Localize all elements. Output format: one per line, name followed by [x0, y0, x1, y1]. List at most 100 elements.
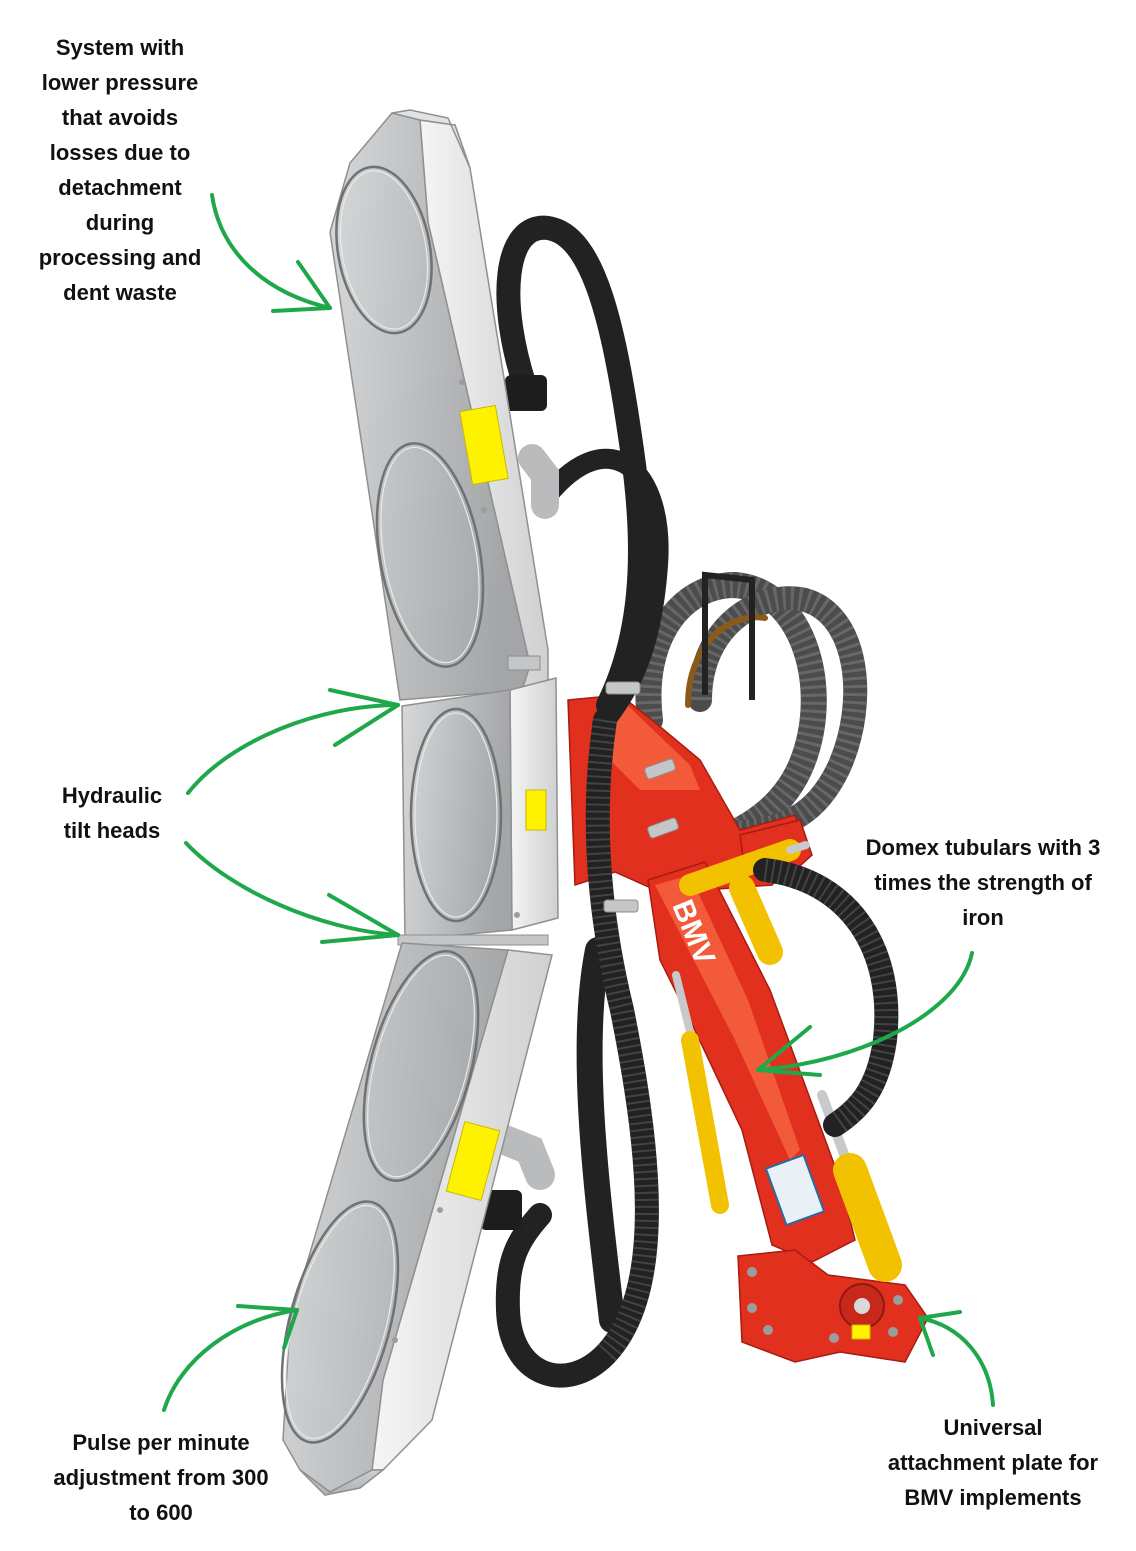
annotation-line: that avoids: [61, 105, 179, 130]
panel-bolt: [392, 1337, 398, 1343]
panel-bolt: [437, 1207, 443, 1213]
panel-hinge: [507, 655, 541, 671]
annotation-tilt-heads: Hydraulic tilt heads: [22, 778, 202, 848]
panel-hinge: [397, 934, 549, 946]
arrow-head: [756, 1025, 822, 1077]
hydraulic-cylinders: [672, 839, 902, 1282]
annotation-line: tilt heads: [63, 818, 161, 843]
arrow-tilt-head-upper: [186, 688, 400, 795]
right-lower-cylinder: [833, 1153, 902, 1282]
left-lower-cylinder: [681, 1031, 729, 1214]
annotation-attachment-plate: Universal attachment plate for BMV imple…: [868, 1410, 1118, 1515]
top-panel-disc-1-rim: [339, 170, 429, 330]
annotation-line: lower pressure: [41, 70, 199, 95]
annotation-line: System with: [55, 35, 185, 60]
plate-bolt: [893, 1295, 903, 1305]
annotation-line: to 600: [129, 1500, 193, 1525]
callout-arrows: [162, 193, 995, 1412]
plate-bolt: [829, 1333, 839, 1343]
annotation-line: adjustment from 300: [53, 1465, 269, 1490]
top-cylinder: [679, 839, 801, 896]
bottom-panel-disc-1: [362, 950, 480, 1182]
bottom-black-connector: [480, 1190, 522, 1230]
arm-info-plate: [764, 1153, 826, 1227]
top-silver-elbow: [518, 444, 559, 519]
arrow-head: [328, 688, 400, 747]
top-panel-disc-2-rim: [380, 446, 480, 664]
bottom-head-panel: [280, 942, 553, 1496]
annotation-line: detachment: [58, 175, 182, 200]
bottom-panel-disc-1-rim: [367, 954, 475, 1178]
hose-clamp: [647, 817, 679, 839]
arrow-tilt-head-lower: [184, 841, 400, 944]
panel-bolt: [481, 507, 487, 513]
arrow-shaft: [162, 1308, 299, 1412]
annotation-line: Universal: [943, 1415, 1043, 1440]
annotation-line: Domex tubulars with 3: [865, 835, 1101, 860]
top-cylinder-rod: [786, 841, 810, 854]
top-hose-loop: [496, 215, 652, 717]
long-supply-hose-ribs: [585, 718, 659, 1364]
hydraulic-hoses: [480, 215, 899, 1388]
arrow-shaft: [210, 193, 332, 310]
arrow-pulse-adjustment: [162, 1304, 299, 1412]
arrow-head: [918, 1310, 962, 1357]
arrow-shaft: [184, 841, 400, 937]
hose-clamp: [605, 681, 641, 695]
bottom-silver-elbow: [490, 1125, 555, 1190]
plate-pivot-bolt: [854, 1298, 870, 1314]
arrow-head: [320, 893, 400, 944]
top-panel-warning-sticker: [459, 404, 509, 486]
arrow-shaft: [186, 703, 400, 795]
annotation-pressure-system: System with lower pressure that avoids l…: [20, 30, 220, 310]
arrow-head: [271, 260, 332, 313]
hose-clamp: [644, 758, 676, 780]
corrugated-hose-loop-inner-ribs: [688, 586, 868, 845]
top-panel-disc-2: [375, 442, 485, 668]
middle-panel-disc: [409, 707, 503, 923]
red-frame: BMV: [567, 694, 929, 1363]
top-panel-cap: [391, 109, 471, 169]
plate-bolt: [747, 1267, 757, 1277]
left-cylinder-rod: [672, 971, 696, 1044]
middle-panel-warning-sticker: [525, 789, 547, 831]
annotation-line: iron: [962, 905, 1004, 930]
arrow-attachment-plate: [918, 1310, 995, 1407]
annotation-line: dent waste: [63, 280, 177, 305]
arrow-domex-tubulars: [756, 951, 974, 1077]
bottom-panel-warning-sticker: [445, 1120, 501, 1202]
annotation-domex-tubulars: Domex tubulars with 3 times the strength…: [848, 830, 1118, 935]
annotation-line: times the strength of: [874, 870, 1092, 895]
middle-head-panel: [397, 677, 559, 946]
annotation-line: during: [85, 210, 155, 235]
annotation-line: Pulse per minute: [72, 1430, 250, 1455]
top-panel-disc-1: [335, 165, 433, 335]
panel-bolt: [459, 379, 465, 385]
annotation-line: processing and: [38, 245, 202, 270]
tilt-cylinder: [729, 875, 783, 965]
annotation-line: attachment plate for: [887, 1450, 1099, 1475]
middle-panel-front-face: [401, 689, 513, 941]
arrow-shaft: [756, 951, 974, 1072]
middle-panel-disc-rim: [414, 712, 498, 918]
main-arm-highlight: [655, 875, 800, 1160]
plate-bolt: [888, 1327, 898, 1337]
arrow-shaft: [918, 1316, 995, 1407]
bottom-panel-tip: [299, 1469, 386, 1496]
annotation-pulse-adjustment: Pulse per minute adjustment from 300 to …: [36, 1425, 286, 1530]
arrow-pressure-system: [210, 193, 332, 313]
right-lower-hose-ribs: [763, 858, 899, 1136]
universal-attachment-plate: [737, 1249, 929, 1363]
top-black-connector: [505, 375, 547, 411]
hose-sleeve: [576, 937, 625, 1333]
plate-warning-sticker: [851, 1324, 871, 1340]
plate-bolt: [763, 1325, 773, 1335]
annotation-line: Hydraulic: [61, 783, 163, 808]
hose-holder-bracket: [702, 571, 755, 700]
annotation-line: losses due to: [49, 140, 191, 165]
panel-bolt: [514, 912, 520, 918]
annotation-line: BMV implements: [904, 1485, 1082, 1510]
plate-bolt: [747, 1303, 757, 1313]
hose-clamp: [603, 899, 639, 913]
